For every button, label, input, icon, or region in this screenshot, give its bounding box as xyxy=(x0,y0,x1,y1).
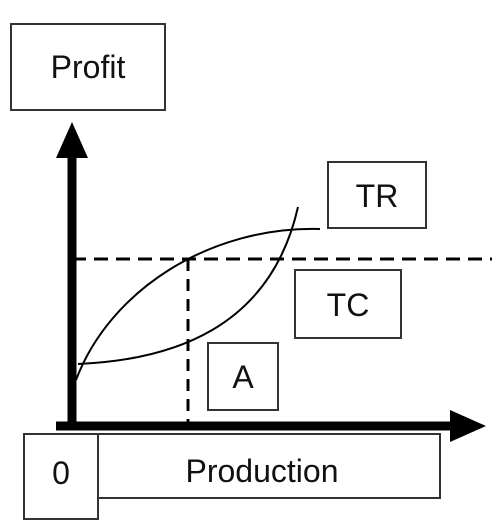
origin-label-box: 0 xyxy=(23,433,99,520)
x-axis-label: Production xyxy=(186,453,339,489)
origin-label: 0 xyxy=(52,455,70,491)
tr-curve xyxy=(75,227,321,381)
y-axis-label-box: Profit xyxy=(10,23,166,111)
point-a-label-box: A xyxy=(207,342,279,411)
point-a-label: A xyxy=(232,359,254,395)
tr-label: TR xyxy=(356,178,399,214)
y-axis-arrowhead xyxy=(56,122,88,158)
tc-label-box: TC xyxy=(294,269,402,339)
x-axis-label-box: Production xyxy=(95,433,441,499)
tr-label-box: TR xyxy=(327,161,427,229)
y-axis-label: Profit xyxy=(51,49,126,85)
tc-label: TC xyxy=(327,287,370,323)
tc-curve xyxy=(77,206,299,365)
x-axis-arrowhead xyxy=(450,410,486,442)
